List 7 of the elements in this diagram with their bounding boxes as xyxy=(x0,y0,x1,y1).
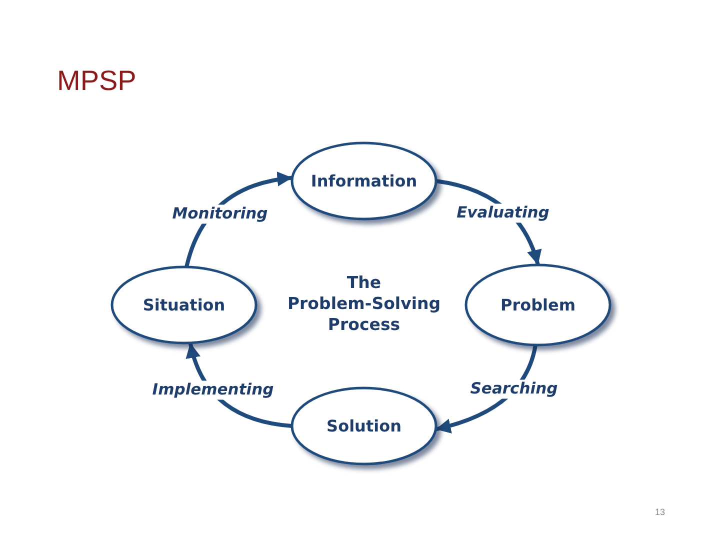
page-number: 13 xyxy=(655,507,665,517)
center-heading: The Problem-Solving Process xyxy=(286,272,442,335)
node-label: Solution xyxy=(326,416,402,436)
node-label: Situation xyxy=(142,295,226,315)
node-label: Problem xyxy=(500,295,576,315)
slide-title: MPSP xyxy=(57,64,136,98)
node-label: Information xyxy=(310,171,418,191)
